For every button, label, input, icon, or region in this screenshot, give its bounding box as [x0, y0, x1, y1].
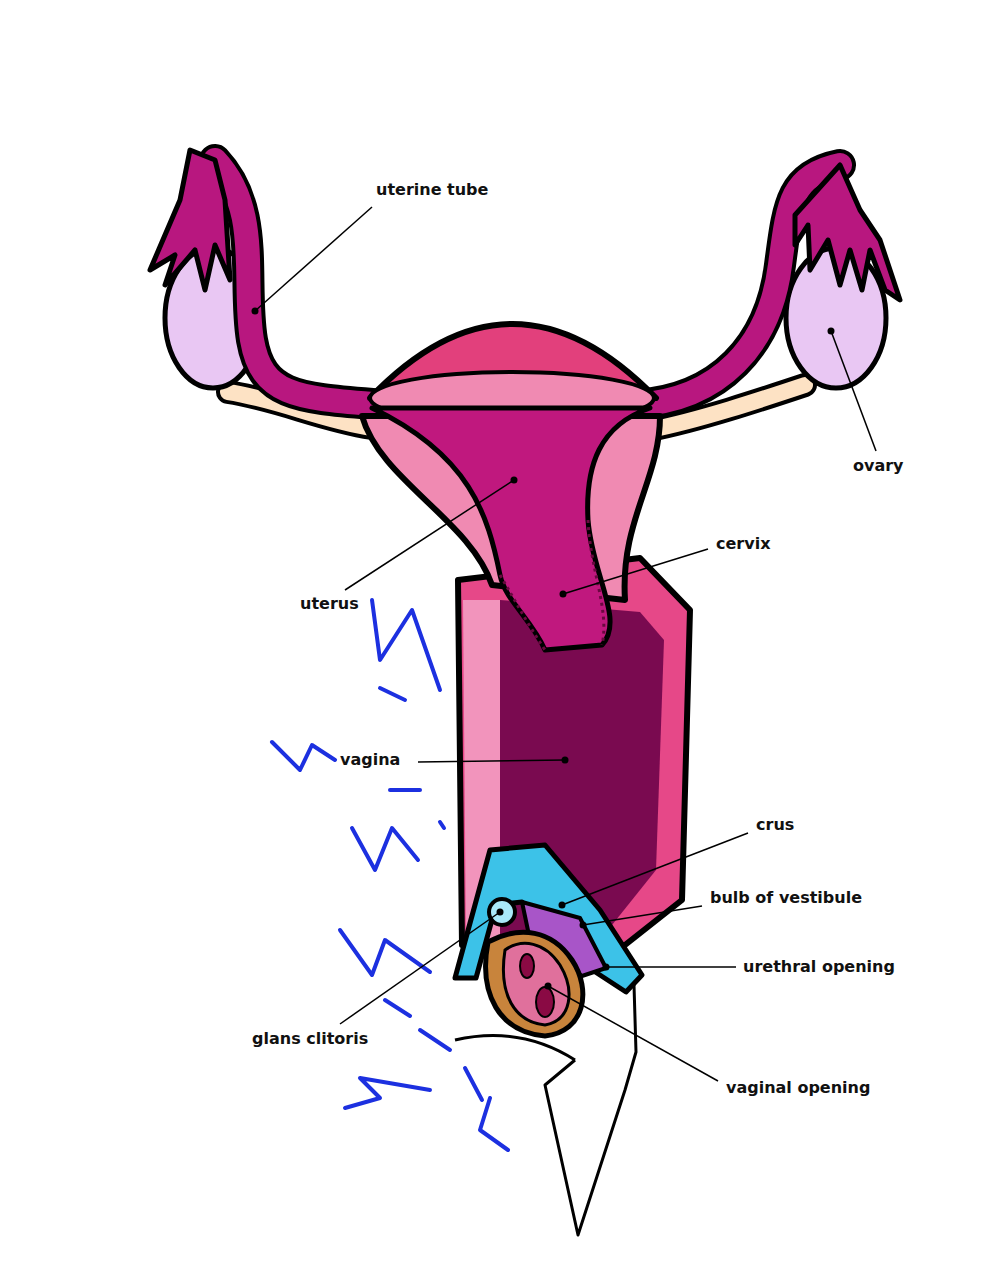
sensation-marks	[272, 600, 508, 1150]
part-label: glans clitoris	[252, 1029, 368, 1049]
part-label: uterus	[300, 594, 359, 614]
leader-dots	[252, 308, 835, 990]
glans-shape	[489, 899, 515, 925]
part-label: vagina	[340, 750, 400, 770]
part-label: crus	[756, 815, 794, 835]
part-label: urethral opening	[743, 957, 895, 977]
cervix-texture	[500, 520, 604, 650]
uterine-tube-shape	[215, 160, 840, 405]
part-label: ovary	[853, 456, 904, 476]
labia-shape	[486, 932, 583, 1036]
body-outline	[455, 985, 636, 1235]
fimbriae	[795, 165, 900, 300]
urethral-opening-shape	[520, 954, 534, 978]
part-label: uterine tube	[376, 180, 488, 200]
part-label: cervix	[716, 534, 770, 554]
vestibule-shape	[503, 943, 569, 1025]
leader-lines	[255, 207, 876, 1081]
part-label: vaginal opening	[726, 1078, 870, 1098]
fimbriae	[150, 150, 230, 290]
vaginal-opening-shape	[536, 987, 554, 1017]
part-label: bulb of vestibule	[710, 888, 862, 908]
